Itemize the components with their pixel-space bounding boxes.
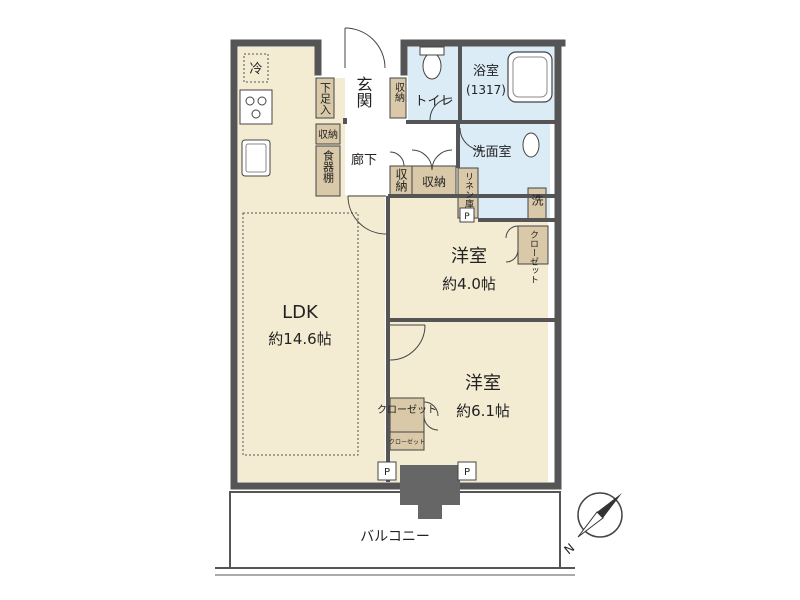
closet-b-label: クローゼット <box>377 404 437 416</box>
bath-name: 浴室 <box>473 63 499 79</box>
ldk-floor <box>238 47 385 482</box>
ldk-area: 約14.6帖 <box>268 330 331 348</box>
bathtub-icon <box>507 51 553 103</box>
entrance-name: 玄関 <box>354 76 373 109</box>
cupboard-label: 食器棚 <box>322 149 335 184</box>
sink-icon <box>241 139 271 177</box>
toilet-icon <box>422 52 442 80</box>
western-room-a-area: 約4.0帖 <box>442 275 496 293</box>
shoe-box-label: 下足入 <box>319 82 332 115</box>
closet-a <box>517 225 549 265</box>
stove-icon <box>239 89 273 125</box>
hall-storage-label: 収納 <box>318 128 338 141</box>
washroom-name: 洗面室 <box>472 144 511 160</box>
cupboard <box>315 145 341 197</box>
wash-basin-icon <box>522 132 540 158</box>
closet-a-label: クローゼット <box>528 230 539 284</box>
compass-icon <box>577 492 623 538</box>
hall-storage <box>315 123 341 145</box>
balcony-area <box>229 491 561 569</box>
closet-b-small-label: クローゼット <box>389 438 425 446</box>
linen-label: リネン庫 <box>463 172 474 209</box>
entry-storage <box>389 77 407 119</box>
pipe-marker-right <box>457 461 477 481</box>
windows <box>240 483 550 489</box>
doors <box>344 27 519 431</box>
washer-label: 洗 <box>530 194 544 206</box>
outer-walls <box>230 39 566 490</box>
western-room-b-name: 洋室 <box>465 373 501 394</box>
interior-walls <box>343 44 560 482</box>
ldk-name: LDK <box>282 302 319 323</box>
storage-b <box>411 165 457 197</box>
fridge-space <box>243 53 269 83</box>
pipe-label-left: P <box>384 467 390 478</box>
entry-storage-label: 収納 <box>393 82 405 103</box>
pipe-label-right: P <box>464 467 470 478</box>
pipe-marker-left <box>377 461 397 481</box>
hallway-name: 廊下 <box>351 152 377 168</box>
storage-b-label: 収納 <box>422 175 446 189</box>
pillar <box>400 465 460 505</box>
pipe-marker-linen <box>459 207 475 223</box>
shoe-box <box>315 77 335 119</box>
storage-a-label: 収納 <box>394 168 408 192</box>
bath-size: (1317) <box>466 83 506 97</box>
western-room-a-name: 洋室 <box>451 246 487 267</box>
ldk-rug-outline <box>242 212 359 456</box>
western-room-b-area: 約6.1帖 <box>456 402 510 420</box>
closet-b <box>389 397 425 433</box>
fridge-label: 冷 <box>249 62 262 77</box>
pipe-label-linen: P <box>464 212 470 222</box>
compass-north-label: N <box>561 541 577 557</box>
balcony-label: バルコニー <box>360 529 430 545</box>
toilet-name: トイレ <box>414 94 453 109</box>
